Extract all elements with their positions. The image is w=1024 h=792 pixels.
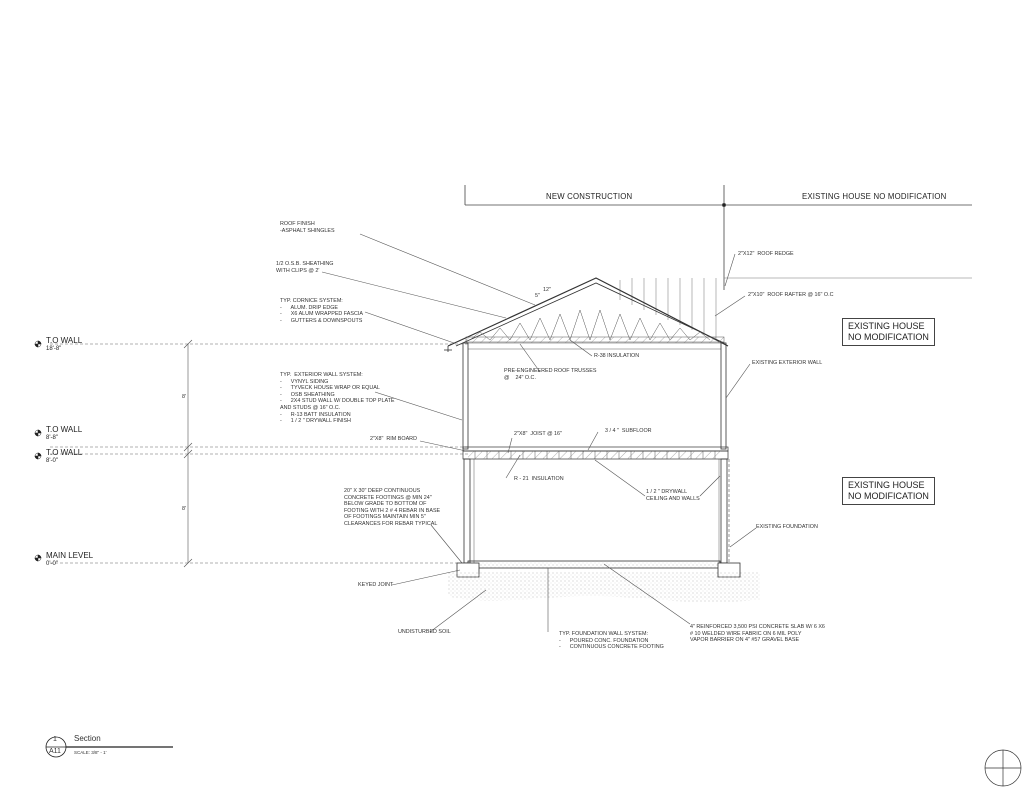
level-markers: [34, 340, 42, 562]
floor-system: [462, 446, 729, 460]
note-roof-ridge: 2"X12" ROOF REDGE: [738, 251, 794, 257]
ceiling-insulation: [465, 336, 725, 344]
new-construction-label: NEW CONSTRUCTION: [546, 192, 633, 201]
header-lines: [464, 185, 972, 290]
note-wall-system: TYP. EXTERIOR WALL SYSTEM: - VYNYL SIDIN…: [280, 372, 395, 425]
note-cornice: TYP. CORNICE SYSTEM: - ALUM. DRIP EDGE -…: [280, 298, 363, 324]
roof: [444, 277, 729, 352]
note-rim-board: 2"X8" RIM BOARD: [370, 436, 417, 442]
note-sheathing: 1/2 O.S.B. SHEATHING WITH CLIPS @ 2': [276, 261, 334, 274]
roof-pitch-run: 12": [543, 287, 551, 293]
section-scale: SCALE: 3/8" - 1': [74, 750, 107, 755]
dimension-upper: 8': [182, 394, 187, 400]
roof-pitch-rise: 5": [535, 293, 540, 299]
existing-house-box-lower: EXISTING HOUSE NO MODIFICATION: [842, 477, 935, 505]
note-concrete-slab: 4" REINFORCED 3,500 PSI CONCRETE SLAB W/…: [690, 624, 825, 644]
existing-rafters: [619, 278, 717, 340]
level-lines: [50, 343, 468, 564]
note-r38: R-38 INSULATION: [594, 353, 640, 359]
sheet-number: A11: [49, 748, 61, 755]
note-roof-finish: ROOF FINISH -ASPHALT SHINGLES: [280, 221, 335, 234]
lower-walls: [463, 458, 728, 564]
note-r21: R - 21 INSULATION: [514, 476, 564, 482]
section-number: 1: [53, 736, 57, 743]
note-undisturbed-soil: UNDISTURBED SOIL: [398, 629, 451, 635]
dimension-lines: [183, 339, 193, 568]
title-block: [45, 736, 173, 758]
section-title: Section: [74, 734, 101, 743]
existing-house-label: EXISTING HOUSE NO MODIFICATION: [802, 192, 947, 201]
note-existing-foundation: EXISTING FOUNDATION: [756, 524, 818, 530]
note-foundation-wall: TYP. FOUNDATION WALL SYSTEM: - POURED CO…: [559, 631, 664, 651]
note-drywall: 1 / 2 " DRYWALL CEILING AND WALLS: [646, 489, 700, 502]
note-roof-trusses: PRE-ENGINEERED ROOF TRUSSES @ 24" O.C.: [504, 368, 597, 381]
note-footings: 20" X 30" DEEP CONTINUOUS CONCRETE FOOTI…: [344, 488, 441, 527]
upper-walls: [462, 342, 727, 450]
note-roof-rafter: 2"X10" ROOF RAFTER @ 16" O.C: [748, 292, 834, 298]
note-keyed-joint: KEYED JOINT: [358, 582, 394, 588]
soil-gravel: [448, 572, 760, 603]
note-subfloor: 3 / 4 " SUBFLOOR: [605, 428, 652, 434]
dimension-lower: 8': [182, 506, 187, 512]
leader-lines: [321, 233, 757, 633]
note-joist: 2"X8" JOIST @ 16": [514, 431, 562, 437]
note-existing-exterior-wall: EXISTING EXTERIOR WALL: [752, 360, 823, 366]
north-arrow-icon: [984, 749, 1022, 787]
existing-house-box-upper: EXISTING HOUSE NO MODIFICATION: [842, 318, 935, 346]
